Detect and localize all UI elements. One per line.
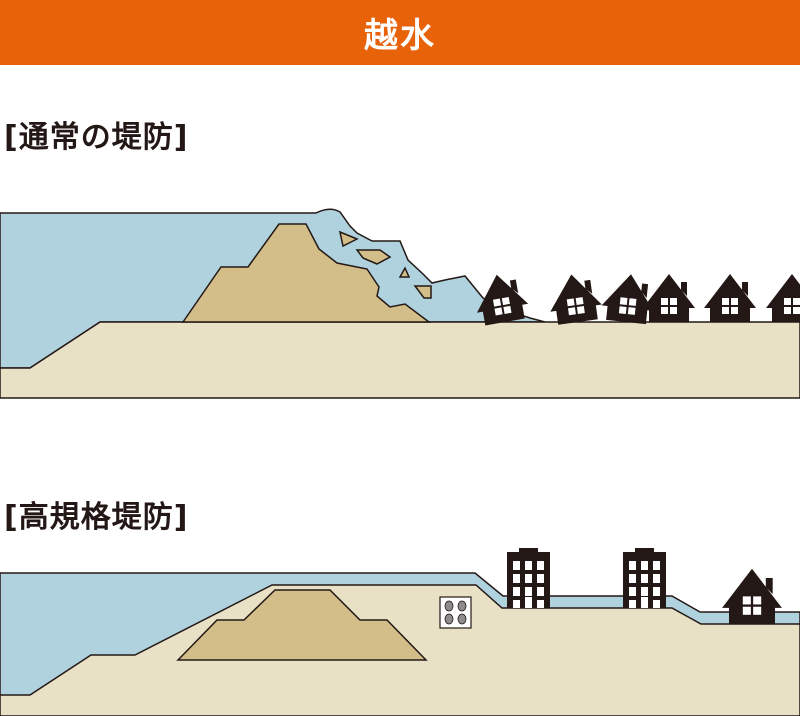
- section-label-normal-levee: [通常の堤防]: [4, 120, 189, 155]
- building-icon: [507, 548, 550, 608]
- page-title: 越水: [364, 16, 436, 56]
- house-icon: [766, 274, 800, 322]
- levee-debris: [338, 230, 432, 299]
- utility-box-icon: [439, 596, 472, 629]
- normal-levee-diagram: [0, 208, 800, 399]
- house-icon-tilted: [600, 271, 657, 325]
- title-bar: 越水: [0, 0, 800, 65]
- section-label-super-levee: [高規格堤防]: [4, 500, 189, 535]
- house-icon: [722, 568, 782, 624]
- super-levee-diagram: [0, 548, 800, 716]
- house-icon-tilted: [545, 270, 604, 326]
- house-icon: [704, 274, 756, 322]
- house-icon: [643, 274, 695, 322]
- building-icon: [623, 548, 666, 608]
- levee-core: [176, 589, 428, 661]
- levee-collapsing: [181, 223, 432, 323]
- ground-embankment-line: [0, 321, 800, 399]
